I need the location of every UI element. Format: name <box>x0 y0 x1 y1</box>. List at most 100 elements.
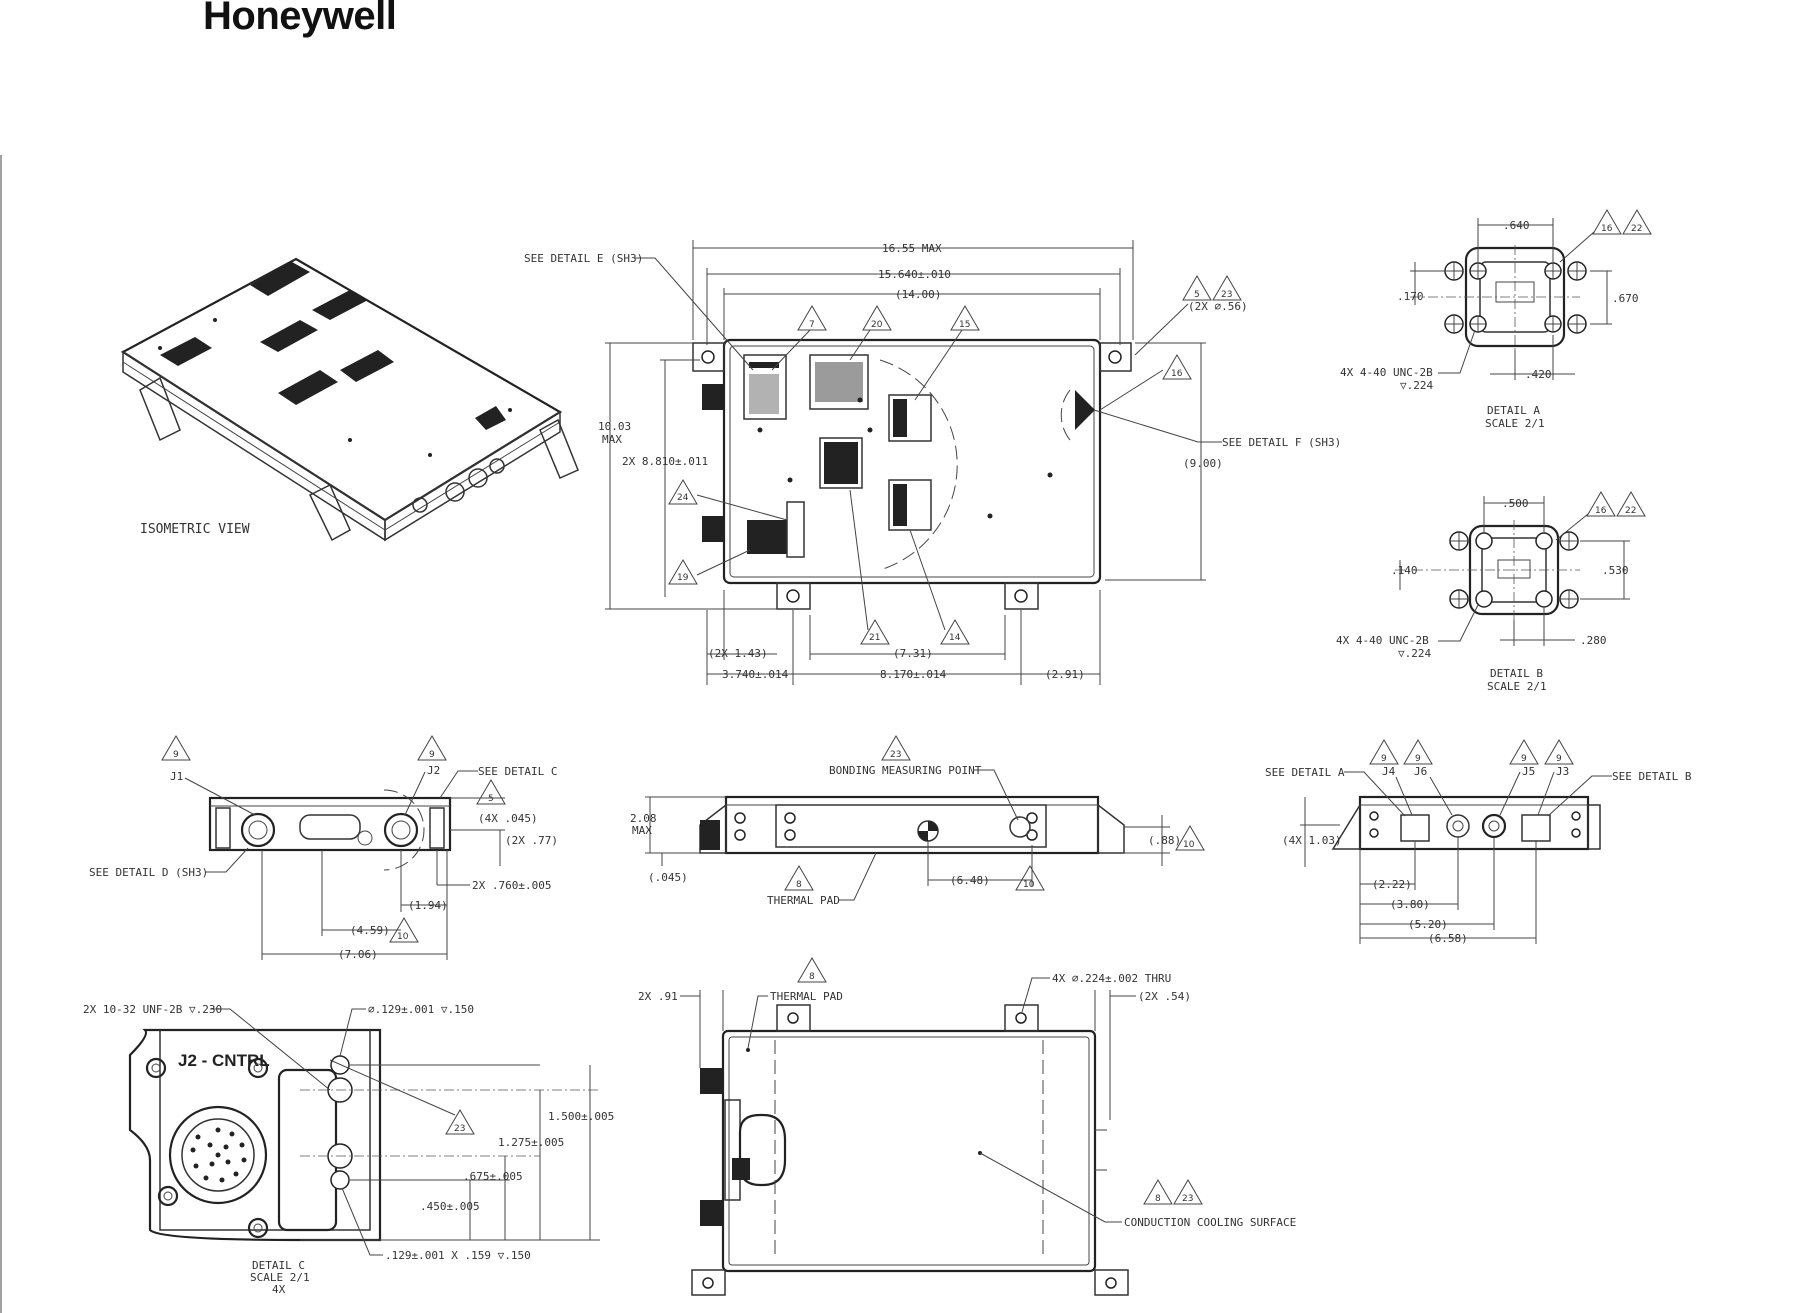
detail-c-hole-bottom: .129±.001 X .159 ▽.150 <box>385 1249 531 1262</box>
svg-text:9: 9 <box>173 750 179 760</box>
flag-14: 14 <box>909 529 970 645</box>
dim-feet: 2X 8.810±.011 <box>622 455 708 468</box>
flag-9: 9 <box>1403 739 1433 765</box>
rear-label-j5: J5 <box>1522 765 1535 778</box>
detail-b-dim-280: .280 <box>1580 634 1607 647</box>
svg-text:23: 23 <box>1182 1194 1193 1204</box>
dim-ref-9: (9.00) <box>1183 457 1223 470</box>
svg-text:22: 22 <box>1625 506 1636 516</box>
flag-8: 8 <box>797 957 827 983</box>
flag-16: 16 <box>1555 491 1616 541</box>
svg-text:9: 9 <box>1415 754 1421 764</box>
flag-8: 8 <box>1143 1179 1173 1205</box>
detail-a-thread-2: ▽.224 <box>1400 379 1433 392</box>
dim-143: (2X 1.43) <box>708 647 768 660</box>
detail-a-dim-640: .640 <box>1503 219 1530 232</box>
detail-b-scale: SCALE 2/1 <box>1487 680 1547 693</box>
rear-dim-103: (4X 1.03) <box>1282 834 1342 847</box>
svg-text:7: 7 <box>809 320 815 330</box>
dim-3740: 3.740±.014 <box>722 668 789 681</box>
dim-731: (7.31) <box>893 647 933 660</box>
flag-16: 16 <box>1559 209 1622 263</box>
front-label-j2: J2 <box>427 764 440 777</box>
flag-9: 9 <box>161 735 191 761</box>
svg-text:9: 9 <box>1556 754 1562 764</box>
bottom-dim-54: (2X .54) <box>1138 990 1191 1003</box>
svg-text:23: 23 <box>890 750 901 760</box>
side-dim-648: (6.48) <box>950 874 990 887</box>
flag-23: 23 <box>445 1109 475 1135</box>
detail-b-dim-500: .500 <box>1502 497 1529 510</box>
svg-text:20: 20 <box>871 320 883 330</box>
bonding-measuring-point: BONDING MEASURING POINT <box>829 764 982 777</box>
svg-text:5: 5 <box>1194 290 1200 300</box>
svg-text:8: 8 <box>796 880 802 890</box>
honeywell-logo: Honeywell <box>203 0 397 38</box>
front-dim-760: 2X .760±.005 <box>472 879 551 892</box>
detail-c-dim-450: .450±.005 <box>420 1200 480 1213</box>
front-dim-4x045: (4X .045) <box>478 812 538 825</box>
flag-10: 10 <box>1015 865 1045 891</box>
detail-a-title: DETAIL A <box>1487 404 1540 417</box>
svg-text:19: 19 <box>677 573 689 583</box>
flag-22: 22 <box>1616 491 1646 517</box>
flag-19: 19 <box>668 549 751 585</box>
svg-text:15: 15 <box>959 320 970 330</box>
flag-10: 10 <box>1175 825 1205 851</box>
flag-9: 9 <box>1544 739 1574 765</box>
detail-b-title: DETAIL B <box>1490 667 1543 680</box>
bottom-cooling-surface: CONDUCTION COOLING SURFACE <box>1124 1216 1296 1229</box>
detail-b-thread-1: 4X 4-40 UNC-2B <box>1336 634 1429 647</box>
rear-label-j3: J3 <box>1556 765 1569 778</box>
detail-b-dim-530: .530 <box>1602 564 1629 577</box>
detail-c-dim-675: .675±.005 <box>463 1170 523 1183</box>
flag-22: 22 <box>1622 209 1652 235</box>
rear-see-detail-b: SEE DETAIL B <box>1612 770 1692 783</box>
rear-dim-520: (5.20) <box>1408 918 1448 931</box>
see-detail-d: SEE DETAIL D (SH3) <box>89 866 208 879</box>
svg-text:10: 10 <box>397 932 409 942</box>
rear-label-j4: J4 <box>1382 765 1396 778</box>
svg-text:24: 24 <box>677 493 689 503</box>
detail-c-dim-1275: 1.275±.005 <box>498 1136 564 1149</box>
dim-holes: (2X ∅.56) <box>1188 300 1248 313</box>
bottom-thermal-pad: THERMAL PAD <box>770 990 843 1003</box>
detail-a: .640 .170 .670 .420 4X 4-40 UNC-2B ▽.224… <box>1340 209 1652 430</box>
svg-text:10: 10 <box>1183 840 1195 850</box>
flag-9: 9 <box>1369 739 1399 765</box>
svg-text:16: 16 <box>1595 506 1607 516</box>
side-thermal-pad: THERMAL PAD <box>767 894 840 907</box>
rear-dim-380: (3.80) <box>1390 898 1430 911</box>
bottom-view: 2X .91 (2X .54) THERMAL PAD 4X ∅.224±.00… <box>638 957 1296 1296</box>
svg-text:23: 23 <box>1221 290 1232 300</box>
top-view: 16.55 MAX 15.640±.010 (14.00) 10.03 MAX … <box>524 240 1341 685</box>
flag-23: 23 <box>881 735 911 761</box>
svg-text:10: 10 <box>1023 880 1035 890</box>
front-dim-459: (4.59) <box>350 924 390 937</box>
dim-ref-14: (14.00) <box>895 288 941 301</box>
side-dim-88: (.88) <box>1148 834 1181 847</box>
flag-20: 20 <box>849 305 892 361</box>
see-detail-f: SEE DETAIL F (SH3) <box>1222 436 1341 449</box>
flag-23: 23 <box>1173 1179 1203 1205</box>
detail-c-title: DETAIL C <box>252 1259 305 1272</box>
svg-text:8: 8 <box>1155 1194 1161 1204</box>
flag-24: 24 <box>668 479 788 521</box>
svg-text:9: 9 <box>1521 754 1527 764</box>
detail-c-scale: SCALE 2/1 <box>250 1271 310 1284</box>
flag-10: 10 <box>389 917 419 943</box>
bottom-holes: 4X ∅.224±.002 THRU <box>1052 972 1171 985</box>
dim-width: 15.640±.010 <box>878 268 951 281</box>
dim-overall-max: 16.55 MAX <box>882 242 942 255</box>
detail-c-qty: 4X <box>272 1283 286 1296</box>
svg-text:5: 5 <box>488 794 494 804</box>
front-dim-706: (7.06) <box>338 948 378 961</box>
svg-text:14: 14 <box>949 633 961 643</box>
svg-text:21: 21 <box>869 633 880 643</box>
detail-c-thread: 2X 10-32 UNF-2B ▽.230 <box>83 1003 222 1016</box>
svg-text:16: 16 <box>1601 224 1613 234</box>
dim-height-max-1: 10.03 <box>598 420 631 433</box>
side-view: (6.48) 2.08 MAX (.045) (.88) BONDING MEA… <box>630 735 1205 907</box>
svg-text:9: 9 <box>1381 754 1387 764</box>
